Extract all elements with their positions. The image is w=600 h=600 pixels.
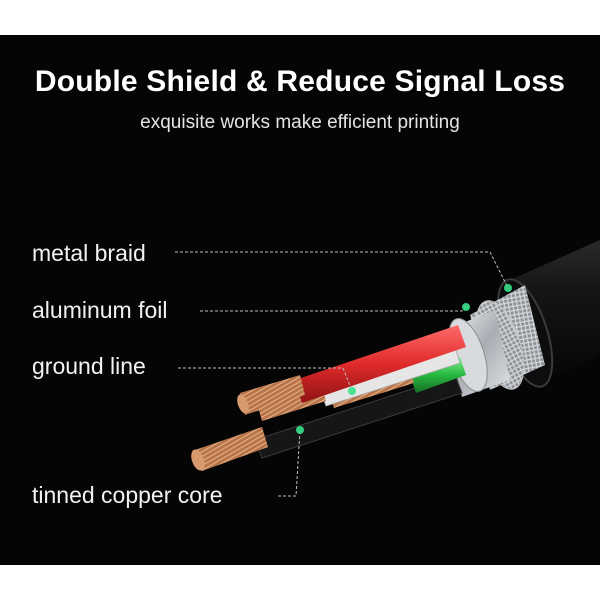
headline-subtitle: exquisite works make efficient printing	[140, 112, 460, 133]
callout-line-tinned-copper-core	[278, 429, 301, 497]
marker-dot-icon	[296, 426, 304, 434]
red-wire	[237, 325, 466, 415]
callout-line-aluminum-foil	[200, 306, 467, 312]
label-aluminum-foil: aluminum foil	[32, 297, 168, 323]
cable-cross-section-illustration	[175, 240, 600, 497]
label-metal-braid: metal braid	[32, 240, 146, 266]
product-image-panel: Double Shield & Reduce Signal Loss exqui…	[0, 35, 600, 565]
callout-line-metal-braid	[175, 251, 509, 289]
marker-dot-icon	[348, 387, 356, 395]
headline-title: Double Shield & Reduce Signal Loss	[34, 65, 566, 98]
callout-markers	[296, 284, 512, 434]
black-wire	[191, 374, 463, 471]
marker-dot-icon	[462, 303, 470, 311]
label-ground-line: ground line	[32, 353, 146, 379]
label-tinned-copper-core: tinned copper core	[32, 482, 223, 508]
marker-dot-icon	[504, 284, 512, 292]
callout-line-ground-line	[178, 367, 353, 392]
